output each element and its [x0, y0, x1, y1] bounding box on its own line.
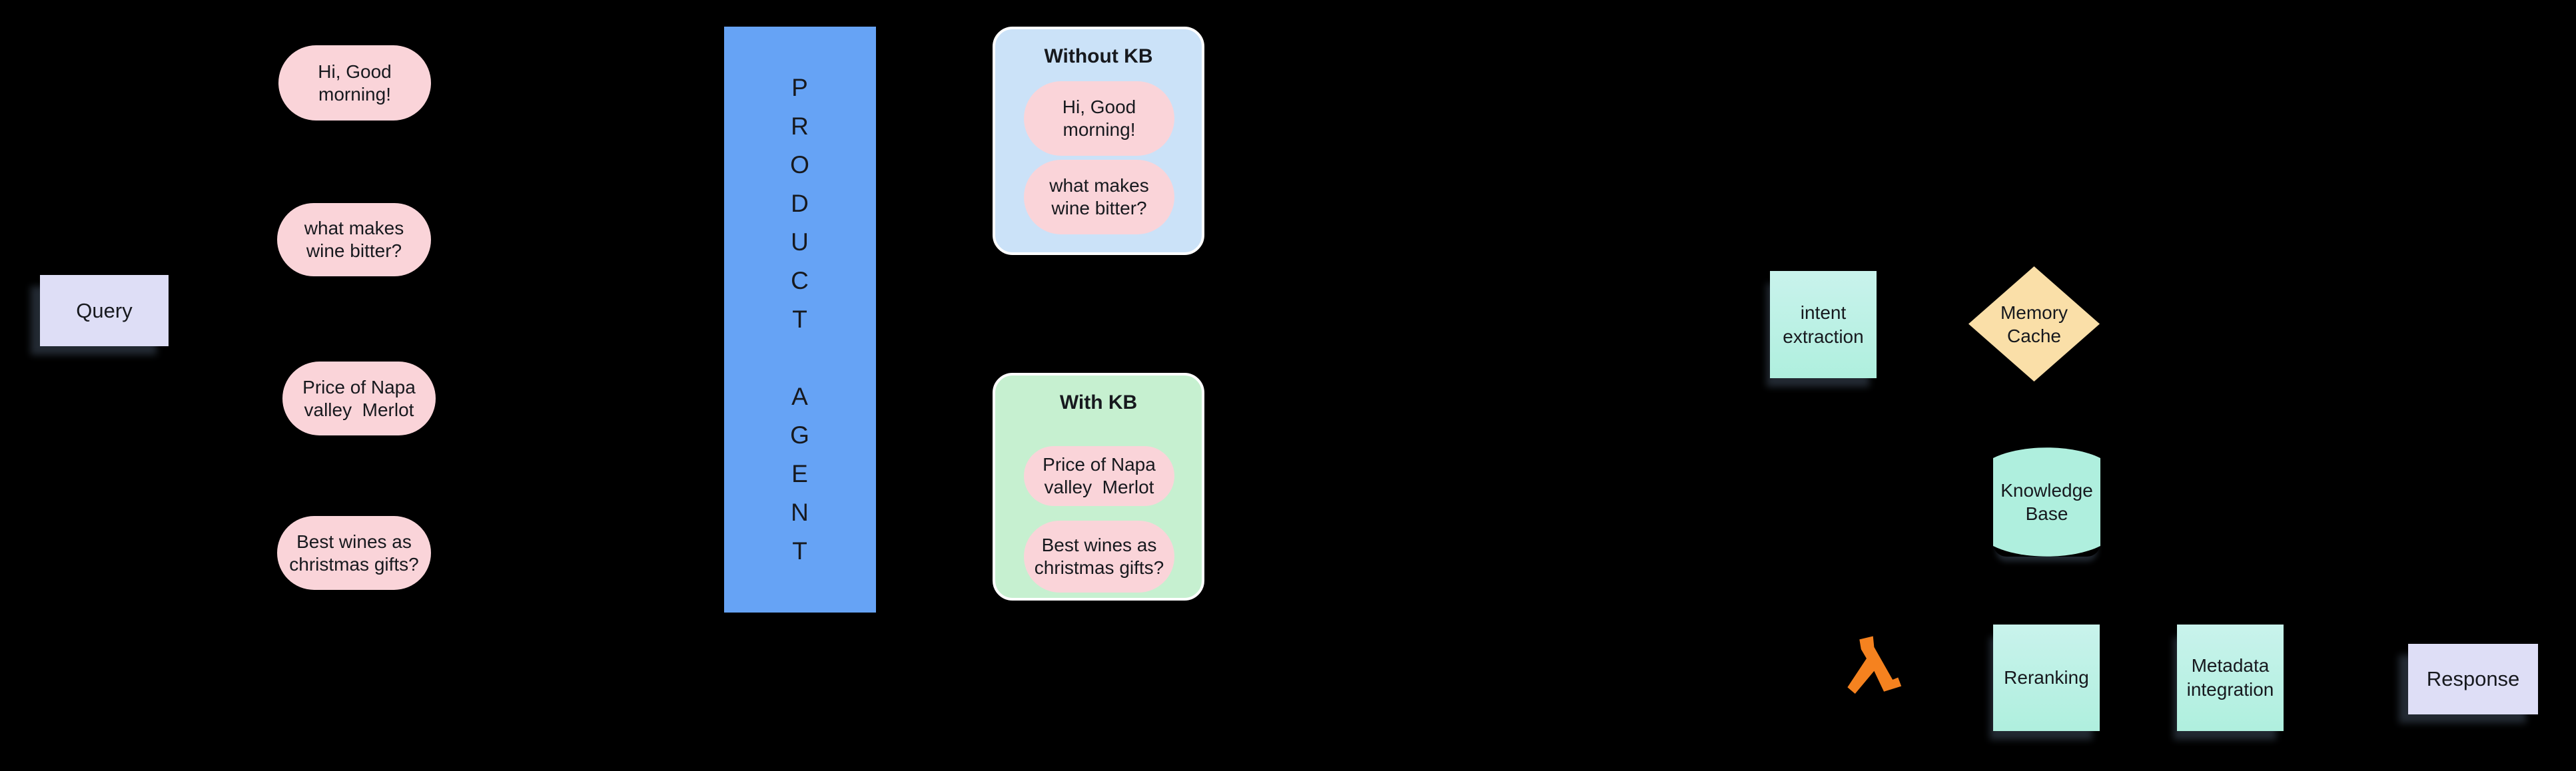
response-node: Response — [2408, 644, 2538, 714]
lambda-shape — [1847, 636, 1902, 694]
memory-cache-label: Memory Cache — [2000, 302, 2068, 346]
without-kb-panel: Without KB Hi, Good morning! what makes … — [993, 27, 1204, 255]
query-label: Query — [76, 298, 133, 322]
with-kb-bubble-text-1: Price of Napa valley Merlot — [1043, 454, 1156, 497]
memory-cache-diamond-shape — [1968, 266, 2100, 382]
user-query-text-1: Hi, Good morning! — [318, 61, 392, 105]
with-kb-bubble-1: Price of Napa valley Merlot — [1024, 446, 1174, 506]
product-agent-node: P R O D U C T A G E N T — [724, 27, 876, 613]
knowledge-base-cylinder-shape — [1993, 447, 2100, 557]
intent-extraction-label: intent extraction — [1783, 302, 1864, 347]
product-agent-label: P R O D U C T A G E N T — [790, 74, 810, 565]
without-kb-title: Without KB — [1044, 45, 1153, 67]
diamond-icon — [1968, 266, 2100, 382]
query-node: Query — [40, 275, 169, 346]
memory-cache-node: Memory Cache — [1968, 266, 2100, 382]
user-query-text-4: Best wines as christmas gifts? — [289, 531, 419, 575]
response-label: Response — [2426, 667, 2520, 690]
user-query-bubble-1: Hi, Good morning! — [278, 45, 431, 121]
intent-extraction-node: intent extraction — [1770, 271, 1877, 378]
with-kb-bubble-2: Best wines as christmas gifts? — [1024, 521, 1174, 593]
reranking-node: Reranking — [1993, 625, 2100, 731]
knowledge-base-node: Knowledge Base — [1993, 447, 2100, 557]
without-kb-bubble-1: Hi, Good morning! — [1024, 81, 1174, 156]
aws-lambda-glyph — [1847, 636, 1902, 694]
with-kb-panel: With KB Price of Napa valley Merlot Best… — [993, 373, 1204, 601]
without-kb-bubble-text-2: what makes wine bitter? — [1049, 175, 1149, 218]
without-kb-bubble-2: what makes wine bitter? — [1024, 160, 1174, 234]
metadata-integration-node: Metadata integration — [2177, 625, 2284, 731]
user-query-text-3: Price of Napa valley Merlot — [302, 376, 416, 420]
user-query-bubble-2: what makes wine bitter? — [277, 203, 431, 276]
lambda-icon — [1843, 630, 1908, 702]
user-query-bubble-3: Price of Napa valley Merlot — [282, 362, 436, 435]
knowledge-base-label: Knowledge Base — [2000, 480, 2093, 524]
reranking-label: Reranking — [2004, 667, 2089, 688]
without-kb-bubble-text-1: Hi, Good morning! — [1062, 97, 1136, 140]
with-kb-bubble-text-2: Best wines as christmas gifts? — [1034, 535, 1164, 578]
user-query-bubble-4: Best wines as christmas gifts? — [277, 516, 431, 590]
user-query-text-2: what makes wine bitter? — [304, 218, 404, 261]
metadata-integration-label: Metadata integration — [2186, 655, 2274, 700]
with-kb-title: With KB — [1059, 391, 1138, 413]
database-cylinder-icon — [1993, 447, 2100, 557]
